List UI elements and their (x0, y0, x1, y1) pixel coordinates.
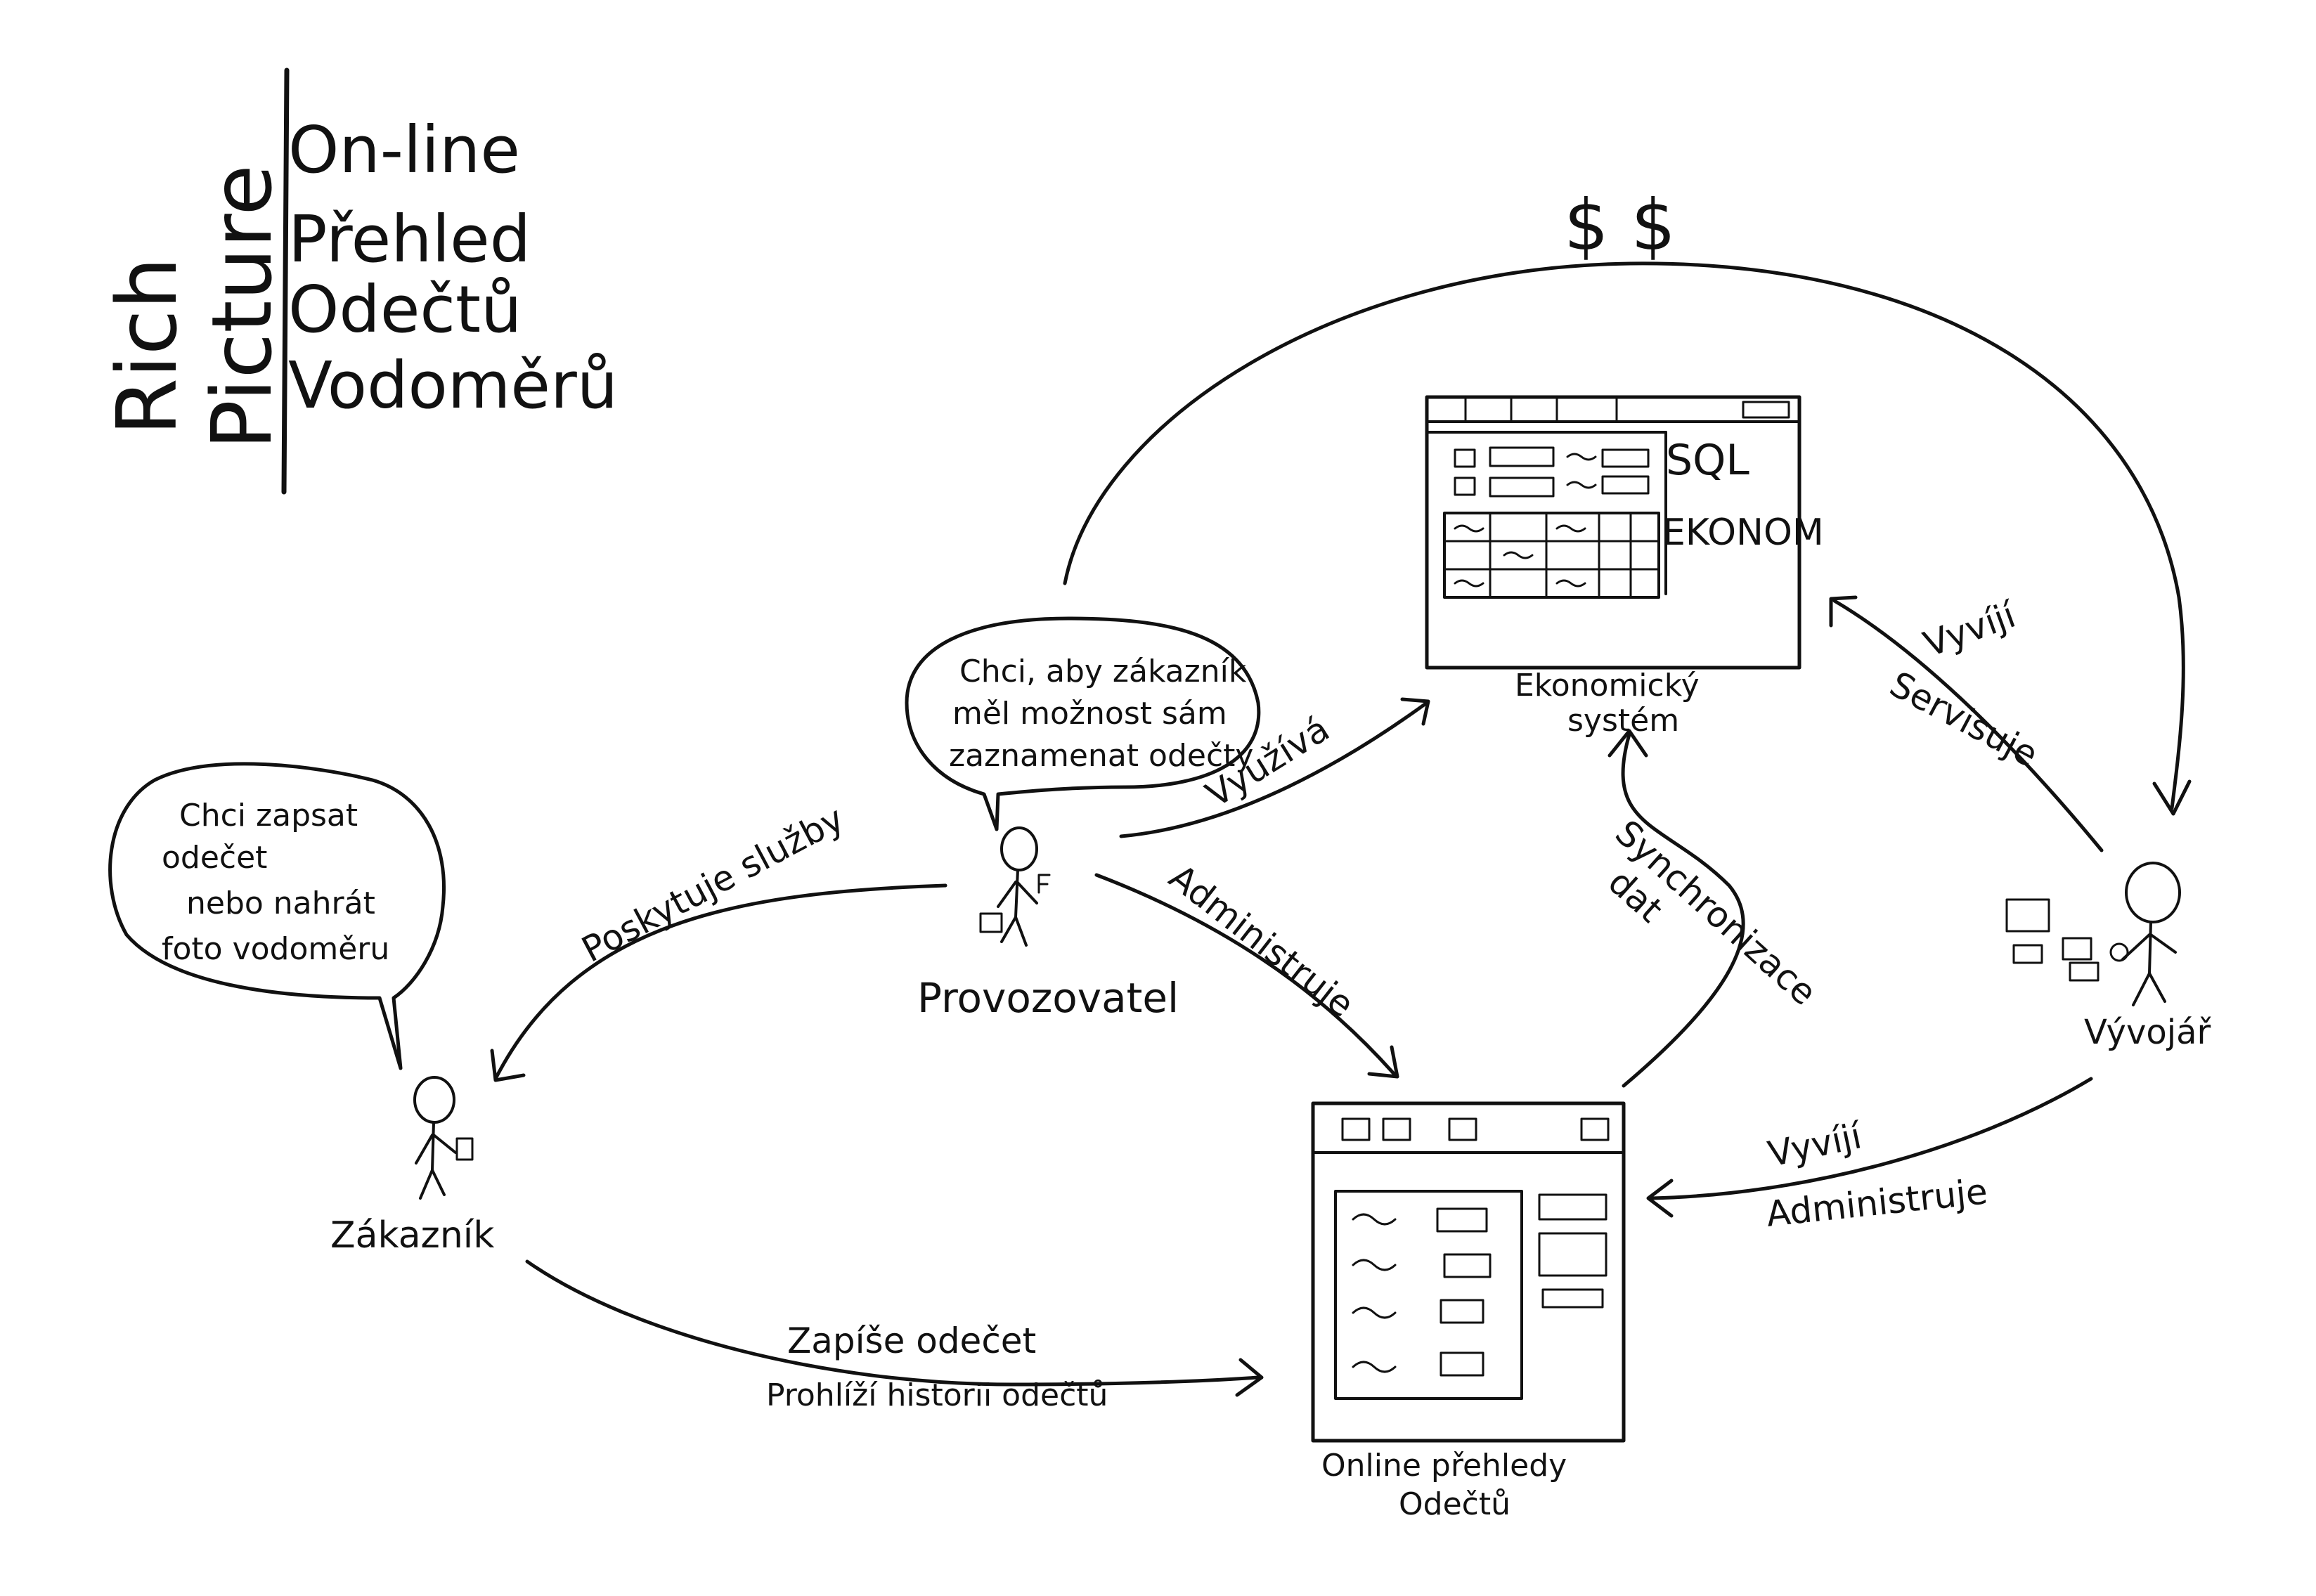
customer-actor: Zákazník (330, 1076, 494, 1257)
arrow-sync-online-economic: Synchronizace dat (1600, 729, 1825, 1088)
arrow-customer-online: Zapíše odečet Prohlíží historii odečtů (525, 1259, 1264, 1413)
customer-speech-bubble: Chci zapsat odečet nebo nahrát foto vodo… (108, 762, 446, 1070)
label-customer-1: Zapíše odečet (787, 1321, 1036, 1361)
operator-actor: Provozovatel (917, 826, 1179, 1022)
economic-system-label-1: Ekonomický (1515, 668, 1700, 703)
label-provides: Poskytuje služby (575, 798, 850, 971)
operator-speech-bubble: Chci, aby zákazník měl možnost sám zazna… (905, 616, 1261, 831)
operator-label: Provozovatel (917, 974, 1179, 1022)
label-customer-2: Prohlíží historii odečtů (766, 1377, 1108, 1413)
label-services: Servisuje (1883, 663, 2044, 775)
title-line-4: Vodoměrů (288, 348, 618, 423)
economic-ekonom-label: EKONOM (1662, 512, 1824, 554)
customer-bubble-line-2: odečet (162, 840, 267, 876)
operator-bubble-line-3: zaznamenat odečty (949, 738, 1253, 774)
money-arc: $ $ (1063, 184, 2192, 816)
online-app-label-1: Online přehledy (1321, 1448, 1567, 1484)
title-block: Rich Picture On-line Přehled Odečtů Vodo… (98, 67, 618, 495)
customer-bubble-line-1: Chci zapsat (179, 798, 358, 833)
title-vertical-picture: Picture (193, 164, 290, 450)
economic-system-window: SQL EKONOM Ekonomický systém (1425, 395, 1824, 739)
developer-label: Vývojář (2084, 1013, 2211, 1052)
economic-sql-label: SQL (1666, 436, 1749, 485)
economic-system-label-2: systém (1567, 703, 1679, 739)
label-dev-admin-1: Vyvíjí (1764, 1115, 1866, 1175)
arrow-operator-administers-online: Administruje (1094, 857, 1399, 1079)
title-divider (281, 67, 290, 495)
online-app-window: Online přehledy Odečtů (1311, 1101, 1626, 1522)
arrow-developer-develops-economic: Vyvíjí Servisuje (1829, 594, 2104, 852)
operator-bubble-line-1: Chci, aby zákazník (959, 654, 1247, 689)
arrow-developer-online: Vyvíjí Administruje (1646, 1077, 2093, 1235)
title-line-1: On-line (288, 112, 520, 188)
customer-bubble-line-4: foto vodoměru (162, 931, 389, 967)
online-app-label-2: Odečtů (1399, 1486, 1510, 1522)
label-dev-admin-2: Administruje (1764, 1171, 1989, 1235)
arrow-operator-provides-customer: Poskytuje služby (490, 798, 947, 1082)
operator-bubble-line-2: měl možnost sám (952, 696, 1227, 732)
customer-bubble-line-3: nebo nahrát (186, 885, 375, 921)
money-symbols: $ $ (1564, 184, 1676, 266)
developer-actor: Vývojář (2005, 862, 2211, 1052)
title-vertical-rich: Rich (98, 257, 195, 436)
label-develops: Vyvíjí (1918, 594, 2021, 665)
label-administers: Administruje (1162, 857, 1362, 1025)
title-line-3: Odečtů (288, 272, 522, 347)
title-line-2: Přehled (288, 202, 531, 277)
customer-label: Zákazník (330, 1214, 494, 1257)
